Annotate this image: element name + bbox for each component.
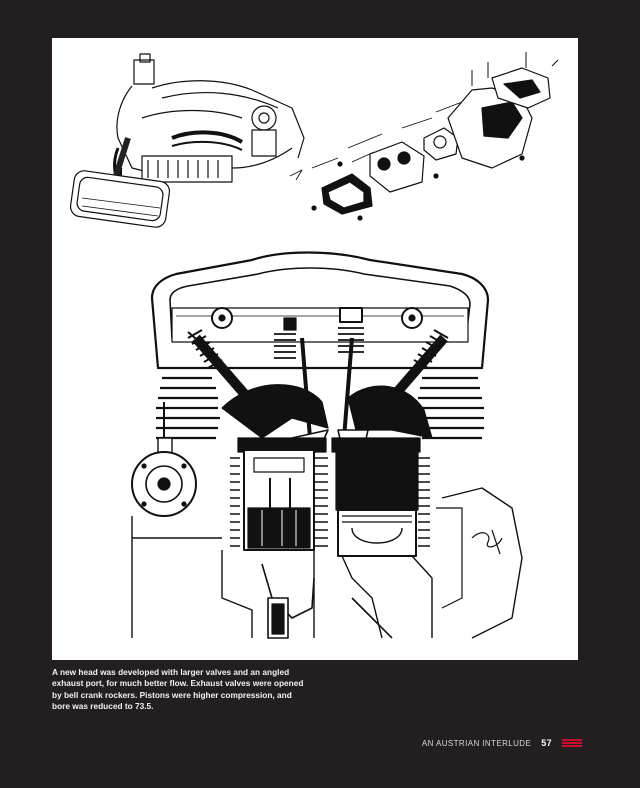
cylinder-head-cross-section bbox=[131, 251, 523, 639]
stripe bbox=[562, 739, 582, 741]
running-section-title: AN AUSTRIAN INTERLUDE bbox=[421, 738, 532, 748]
engine-installation-sketch bbox=[69, 53, 305, 228]
figure-caption: A new head was developed with larger val… bbox=[52, 667, 304, 712]
page-number: 57 bbox=[541, 738, 552, 748]
illustration-plate bbox=[52, 38, 578, 660]
page-footer: AN AUSTRIAN INTERLUDE 57 bbox=[422, 738, 582, 748]
stripe bbox=[562, 742, 582, 744]
exploded-head-assembly bbox=[311, 52, 559, 221]
engine-illustrations bbox=[69, 52, 559, 639]
stripe bbox=[562, 745, 582, 747]
red-stripes-ornament bbox=[562, 739, 582, 747]
